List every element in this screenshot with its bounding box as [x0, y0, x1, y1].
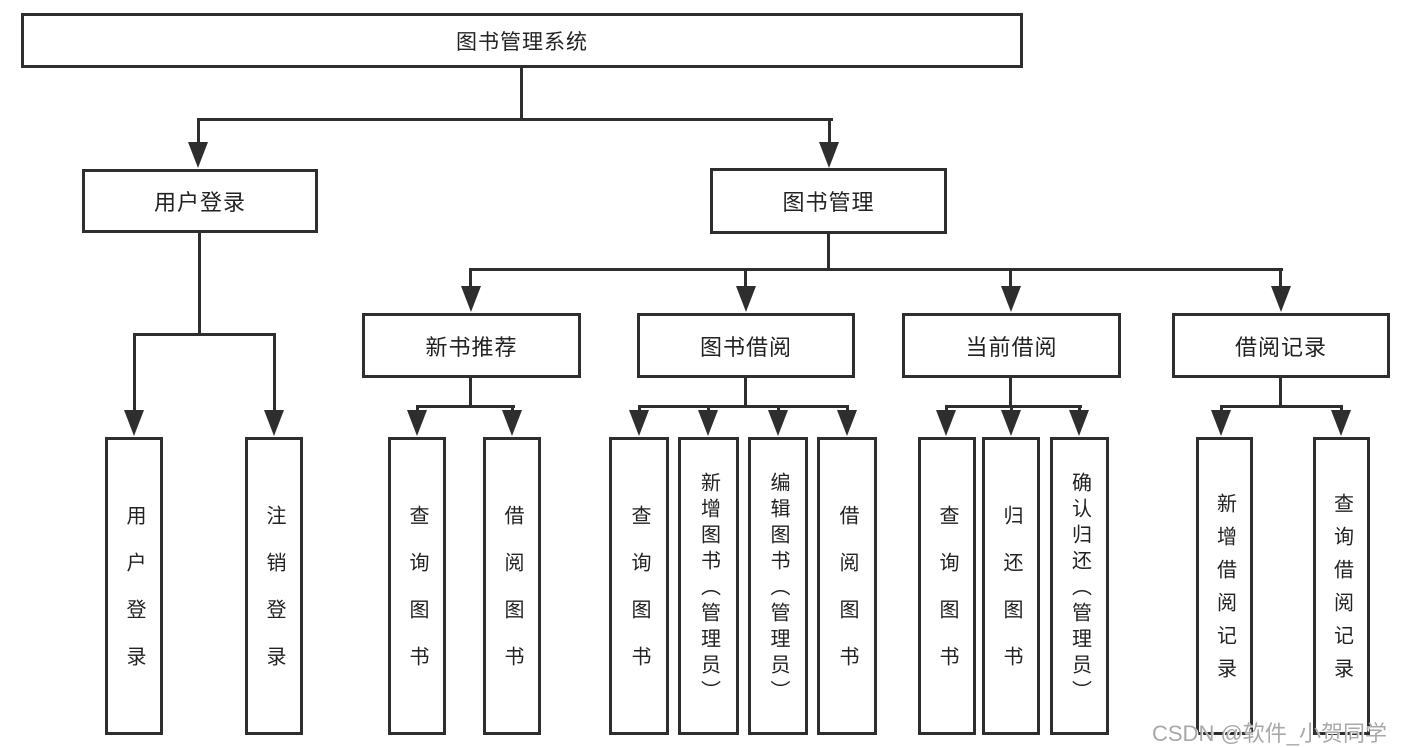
- connector-arrow-shaft: [416, 405, 419, 413]
- leaf-label: 查询借阅记录: [1330, 493, 1353, 691]
- connector-arrow-shaft: [469, 268, 472, 288]
- leaf-label: 借阅图书: [836, 505, 858, 693]
- node-current-borrow: 当前借阅: [902, 313, 1121, 378]
- arrowhead-down-icon: [1001, 410, 1021, 436]
- node-book-management: 图书管理: [710, 168, 947, 234]
- connector-arrow-shaft: [1279, 268, 1282, 288]
- arrowhead-down-icon: [461, 286, 481, 312]
- connector-root-stem: [520, 68, 523, 118]
- connector-arrow-shaft: [945, 405, 948, 413]
- arrowhead-down-icon: [1001, 286, 1021, 312]
- arrowhead-down-icon: [1331, 410, 1351, 436]
- leaf-query-books-recommend: 查询图书: [388, 437, 446, 735]
- connector-arrow-shaft: [1010, 405, 1013, 413]
- connector-borrow-records-stem: [1279, 378, 1282, 407]
- connector-arrow-shaft: [1340, 405, 1343, 413]
- leaf-query-books-current: 查询图书: [918, 437, 976, 735]
- arrowhead-down-icon: [188, 142, 208, 168]
- connector-new-book-split: [416, 405, 515, 408]
- node-borrow-records: 借阅记录: [1172, 313, 1390, 378]
- leaf-add-books-admin: 新增图书（管理员）: [678, 437, 739, 735]
- arrowhead-down-icon: [698, 410, 718, 436]
- leaf-label: 确认归还（管理员）: [1068, 472, 1091, 706]
- leaf-query-books-borrow: 查询图书: [609, 437, 669, 735]
- arrowhead-down-icon: [837, 410, 857, 436]
- node-root: 图书管理系统: [21, 13, 1023, 68]
- connector-root-split: [197, 118, 833, 121]
- connector-arrow-shaft: [638, 405, 641, 413]
- connector-book-management-split: [469, 268, 1283, 271]
- watermark: CSDN @软件_小贺同学: [1152, 721, 1388, 746]
- arrowhead-down-icon: [264, 410, 284, 436]
- connector-book-borrow-stem: [744, 378, 747, 407]
- leaf-label: 编辑图书（管理员）: [767, 472, 789, 706]
- node-borrow-records-label: 借阅记录: [1234, 334, 1327, 360]
- connector-arrow-shaft: [846, 405, 849, 413]
- leaf-label: 借阅图书: [501, 505, 523, 693]
- leaf-add-borrow-record: 新增借阅记录: [1196, 437, 1253, 735]
- arrowhead-down-icon: [736, 286, 756, 312]
- arrowhead-down-icon: [936, 410, 956, 436]
- connector-borrow-records-split: [1220, 405, 1343, 408]
- leaf-label: 查询图书: [406, 505, 428, 693]
- node-book-management-label: 图书管理: [782, 190, 875, 215]
- connector-arrow-shaft: [707, 405, 710, 413]
- connector-book-borrow-split: [638, 405, 849, 408]
- arrowhead-down-icon: [629, 410, 649, 436]
- leaf-label: 用户登录: [123, 505, 145, 693]
- leaf-return-books: 归还图书: [982, 437, 1040, 735]
- connector-arrow-shaft: [133, 333, 136, 411]
- connector-arrow-shaft: [744, 268, 747, 288]
- node-new-book-recommend: 新书推荐: [362, 313, 581, 378]
- connector-current-borrow-stem: [1009, 378, 1012, 407]
- leaf-label: 注销登录: [263, 505, 285, 693]
- arrowhead-down-icon: [407, 410, 427, 436]
- arrowhead-down-icon: [1069, 410, 1089, 436]
- connector-user-login-split: [133, 333, 276, 336]
- arrowhead-down-icon: [819, 142, 839, 168]
- node-root-label: 图书管理系统: [456, 30, 588, 54]
- connector-arrow-shaft: [197, 118, 200, 144]
- connector-arrow-shaft: [828, 118, 831, 144]
- connector-arrow-shaft: [1220, 405, 1223, 413]
- leaf-label: 新增图书（管理员）: [697, 472, 720, 706]
- connector-arrow-shaft: [273, 333, 276, 411]
- leaf-label: 查询图书: [936, 505, 958, 693]
- arrowhead-down-icon: [502, 410, 522, 436]
- leaf-label: 查询图书: [628, 505, 650, 693]
- node-new-book-recommend-label: 新书推荐: [425, 334, 518, 360]
- connector-new-book-stem: [469, 378, 472, 407]
- leaf-edit-books-admin: 编辑图书（管理员）: [748, 437, 808, 735]
- leaf-label: 归还图书: [1000, 505, 1022, 693]
- connector-book-management-stem: [827, 234, 830, 270]
- connector-arrow-shaft: [1078, 405, 1081, 413]
- node-user-login: 用户登录: [82, 169, 318, 233]
- connector-arrow-shaft: [1009, 268, 1012, 288]
- connector-user-login-stem: [198, 233, 201, 335]
- node-book-borrow-label: 图书借阅: [699, 334, 792, 360]
- node-current-borrow-label: 当前借阅: [965, 334, 1058, 360]
- connector-current-borrow-split: [945, 405, 1082, 408]
- leaf-logout: 注销登录: [245, 437, 303, 735]
- leaf-borrow-books: 借阅图书: [817, 437, 877, 735]
- leaf-user-login: 用户登录: [105, 437, 163, 735]
- arrowhead-down-icon: [1271, 286, 1291, 312]
- leaf-label: 新增借阅记录: [1213, 493, 1236, 691]
- node-book-borrow: 图书借阅: [637, 313, 855, 378]
- leaf-query-borrow-record: 查询借阅记录: [1313, 437, 1370, 735]
- connector-arrow-shaft: [777, 405, 780, 413]
- arrowhead-down-icon: [1211, 410, 1231, 436]
- node-user-login-label: 用户登录: [153, 190, 246, 215]
- connector-arrow-shaft: [511, 405, 514, 413]
- arrowhead-down-icon: [768, 410, 788, 436]
- leaf-borrow-books-recommend: 借阅图书: [483, 437, 541, 735]
- leaf-confirm-return-admin: 确认归还（管理员）: [1050, 437, 1109, 735]
- arrowhead-down-icon: [124, 410, 144, 436]
